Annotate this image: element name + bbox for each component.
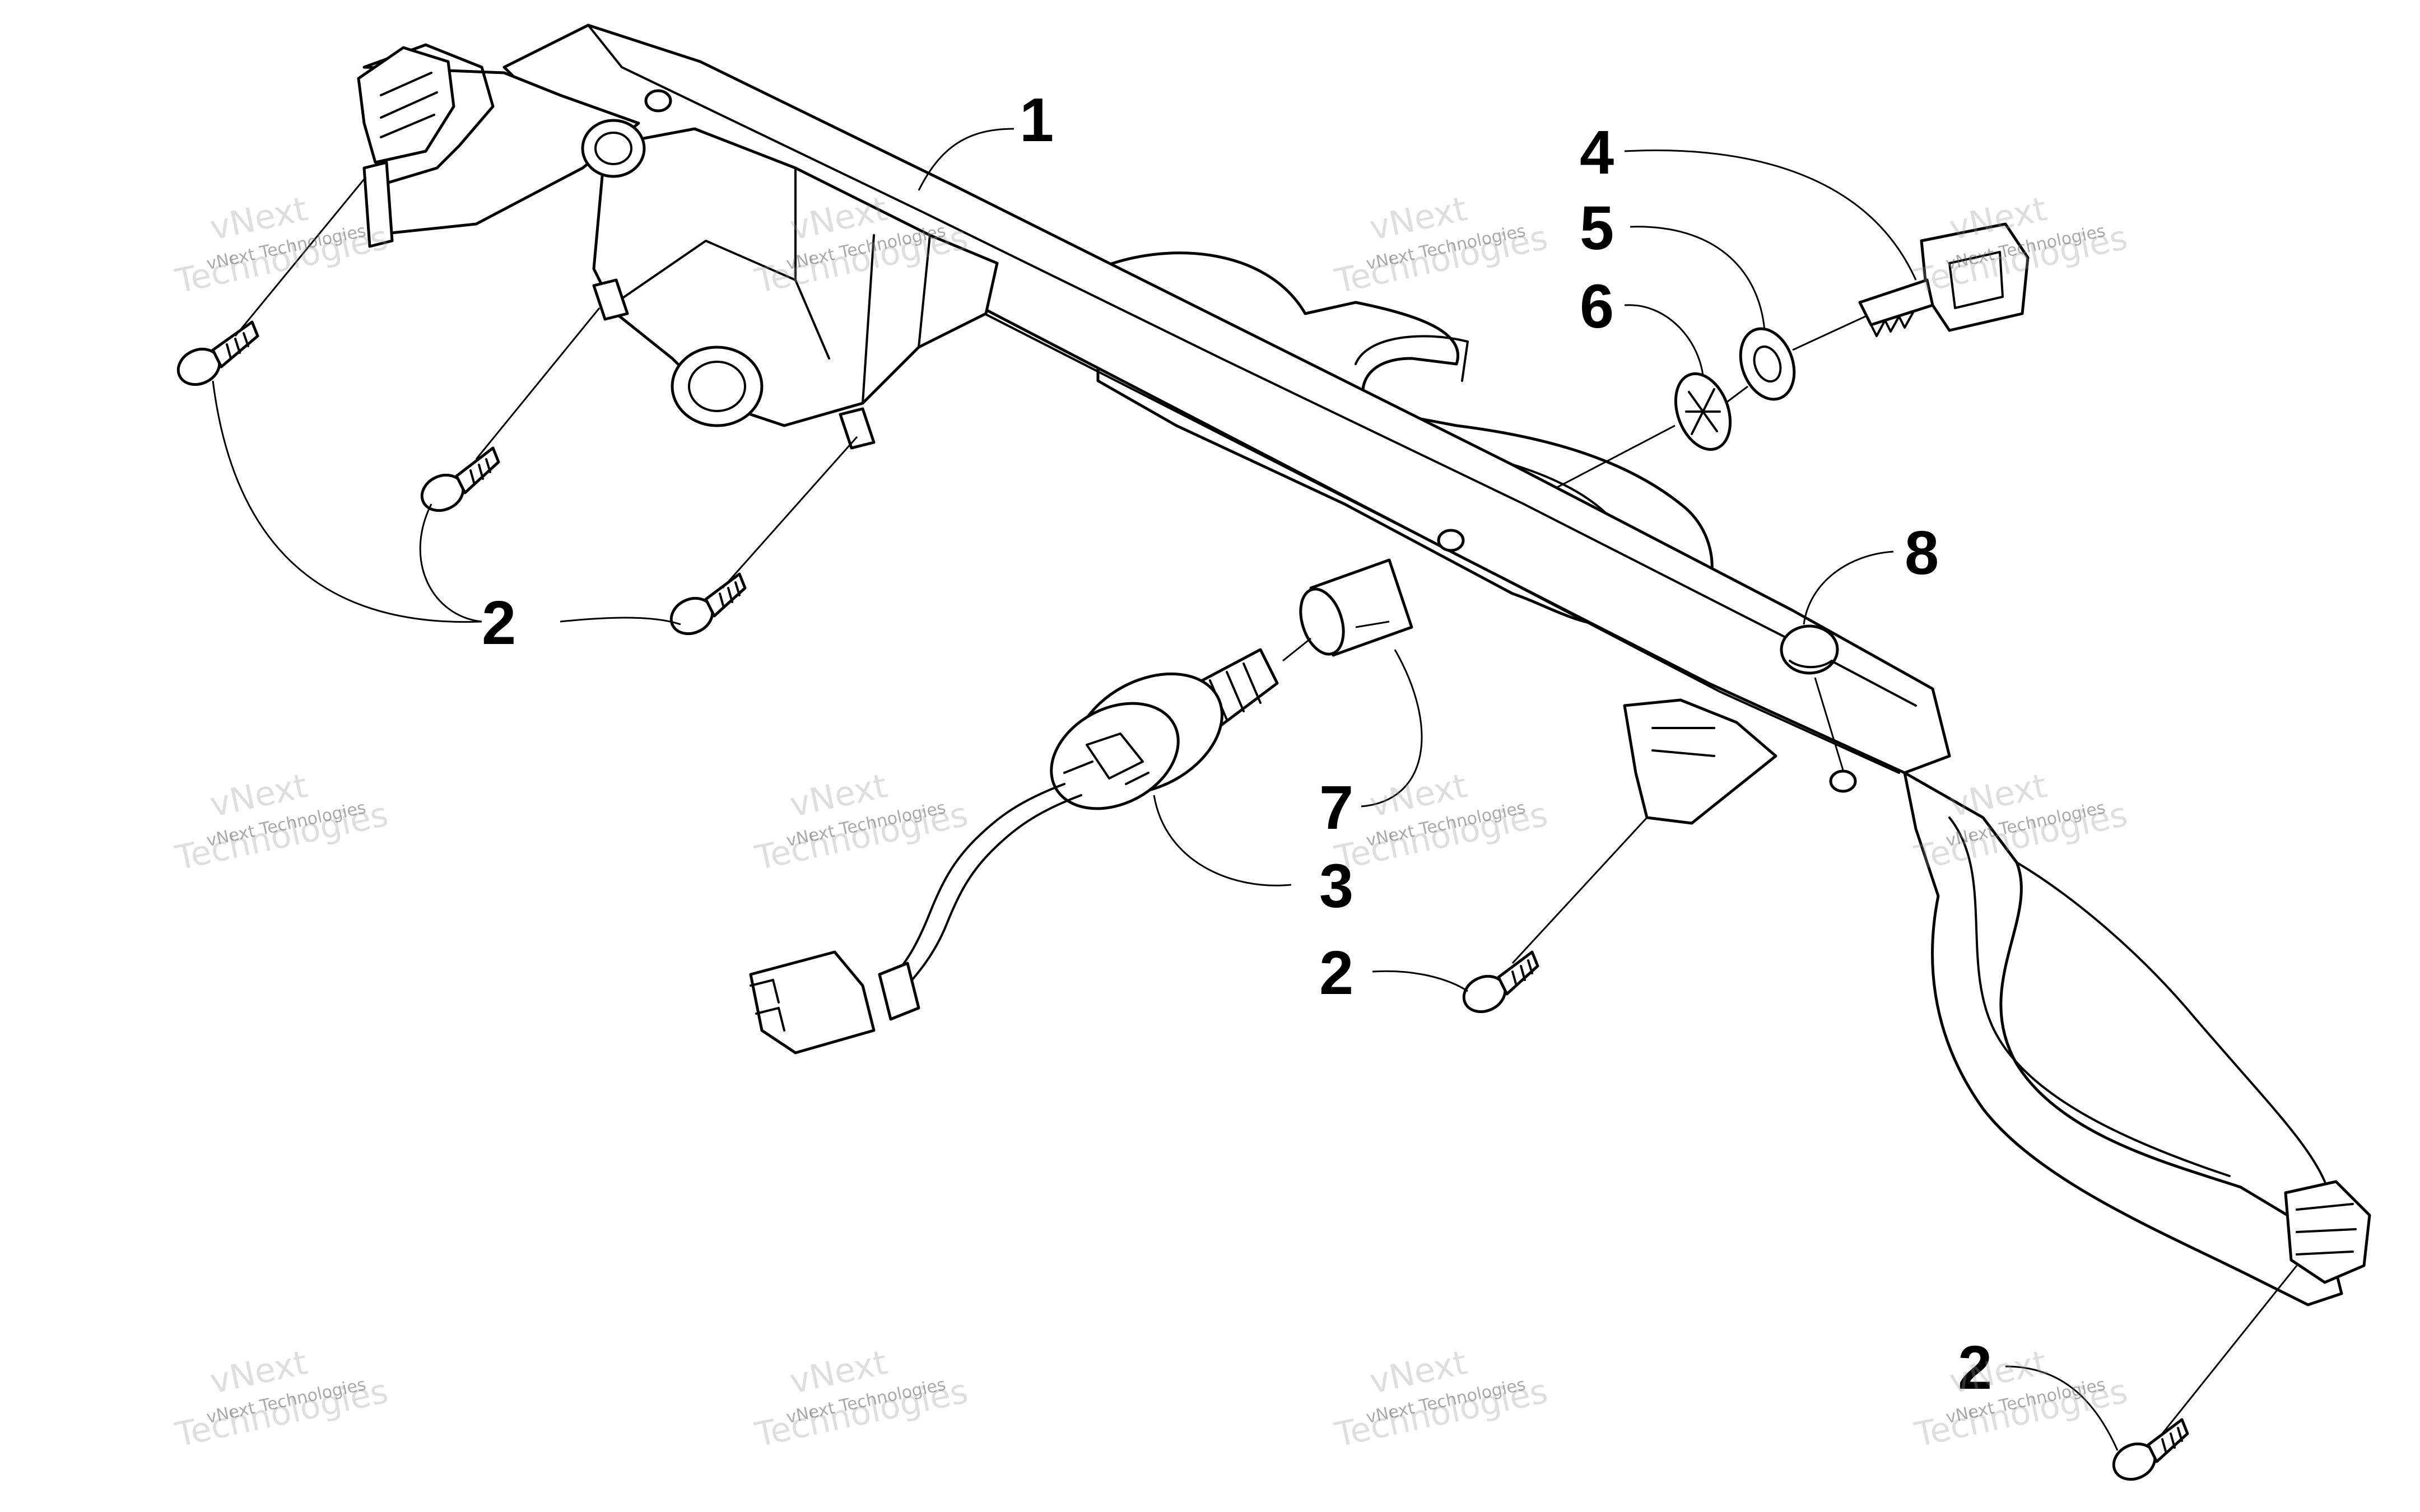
connector-prongs [750,979,785,1032]
lock-washer-star [1685,388,1721,435]
key-blade-cuts [1870,311,1914,337]
switch-wire-1 [884,783,1065,987]
beam-hole-right [1829,769,1857,793]
right-tab-ribs [2296,1203,2357,1256]
shroud-hook [1355,335,1469,382]
bracket-left-foot [362,161,394,248]
harness-connector [749,950,876,1054]
assembly-lines [234,179,2298,1434]
screws [176,320,2189,1481]
callout-2-right: 2 [1958,1333,1992,1402]
leader-4 [1624,150,1917,281]
switch-sleeve [1299,558,1413,657]
callout-6: 6 [1580,272,1614,341]
hole-plug-highlight [1789,660,1833,669]
housing-left-upper-ring-inner [594,132,632,165]
callout-7: 7 [1319,773,1353,842]
callout-5: 5 [1580,194,1614,263]
screw-4 [1462,950,1539,1014]
leader-2c [2005,1365,2119,1451]
right-arm-outer-contour [2016,861,2326,1183]
bracket-mid-tab [1623,698,1777,825]
console-bracket [357,24,2371,1306]
leader-2a [212,380,482,623]
callout-2-center: 2 [1319,939,1353,1007]
key-assembly [1674,222,2030,451]
screw-5 [2112,1418,2189,1481]
bracket-left-tab [357,46,455,164]
ignition-switch [749,648,1279,1054]
screw-1 [176,320,259,386]
callout-1: 1 [1020,86,1054,155]
housing-left-bore-inner [688,361,746,412]
leader-lines [212,128,2119,1451]
bracket-right-tab [2284,1180,2371,1284]
screw-boss-a [592,278,629,321]
beam-hole-left [644,89,672,113]
ignition-key-blade [1858,278,1934,326]
key-head-grip [1948,251,2004,309]
callout-4: 4 [1580,118,1614,187]
leader-5 [1630,226,1766,331]
callout-labels: 1 2 2 2 3 4 5 6 7 8 [482,86,1992,1402]
callout-8: 8 [1905,519,1939,587]
right-arm-inner-contour [1948,816,2231,1177]
callout-2-left: 2 [482,589,516,657]
switch-terminals [1063,732,1150,785]
beam-hole-center [1437,529,1465,552]
sleeve-end [1299,587,1345,656]
screw-boss-b [839,407,876,450]
leader-3 [1153,795,1292,886]
wire-sleeve [878,962,920,1021]
leader-6 [1624,304,1704,376]
leader-2a-c [560,617,681,626]
leader-7 [1361,649,1423,808]
switch-nut [1739,327,1796,401]
housing-left-bore [671,346,764,427]
leader-1 [918,128,1014,191]
housing-left-upper-ring [581,119,646,178]
leader-8 [1803,550,1894,625]
leader-2a-b [419,503,482,623]
housing-left-contour [615,167,931,404]
screw-2 [420,446,500,512]
callout-3: 3 [1319,852,1353,921]
bracket-right-arm [1903,771,2343,1306]
hole-plug [1780,624,1839,675]
switch-nut-hole [1753,346,1782,382]
switch-wire-2 [895,794,1082,998]
leader-8-b [1814,677,1844,771]
leader-2b [1372,970,1468,992]
screw-3 [669,572,747,636]
mid-tab-ribs [1651,727,1715,757]
left-tab-ribs [380,72,438,138]
